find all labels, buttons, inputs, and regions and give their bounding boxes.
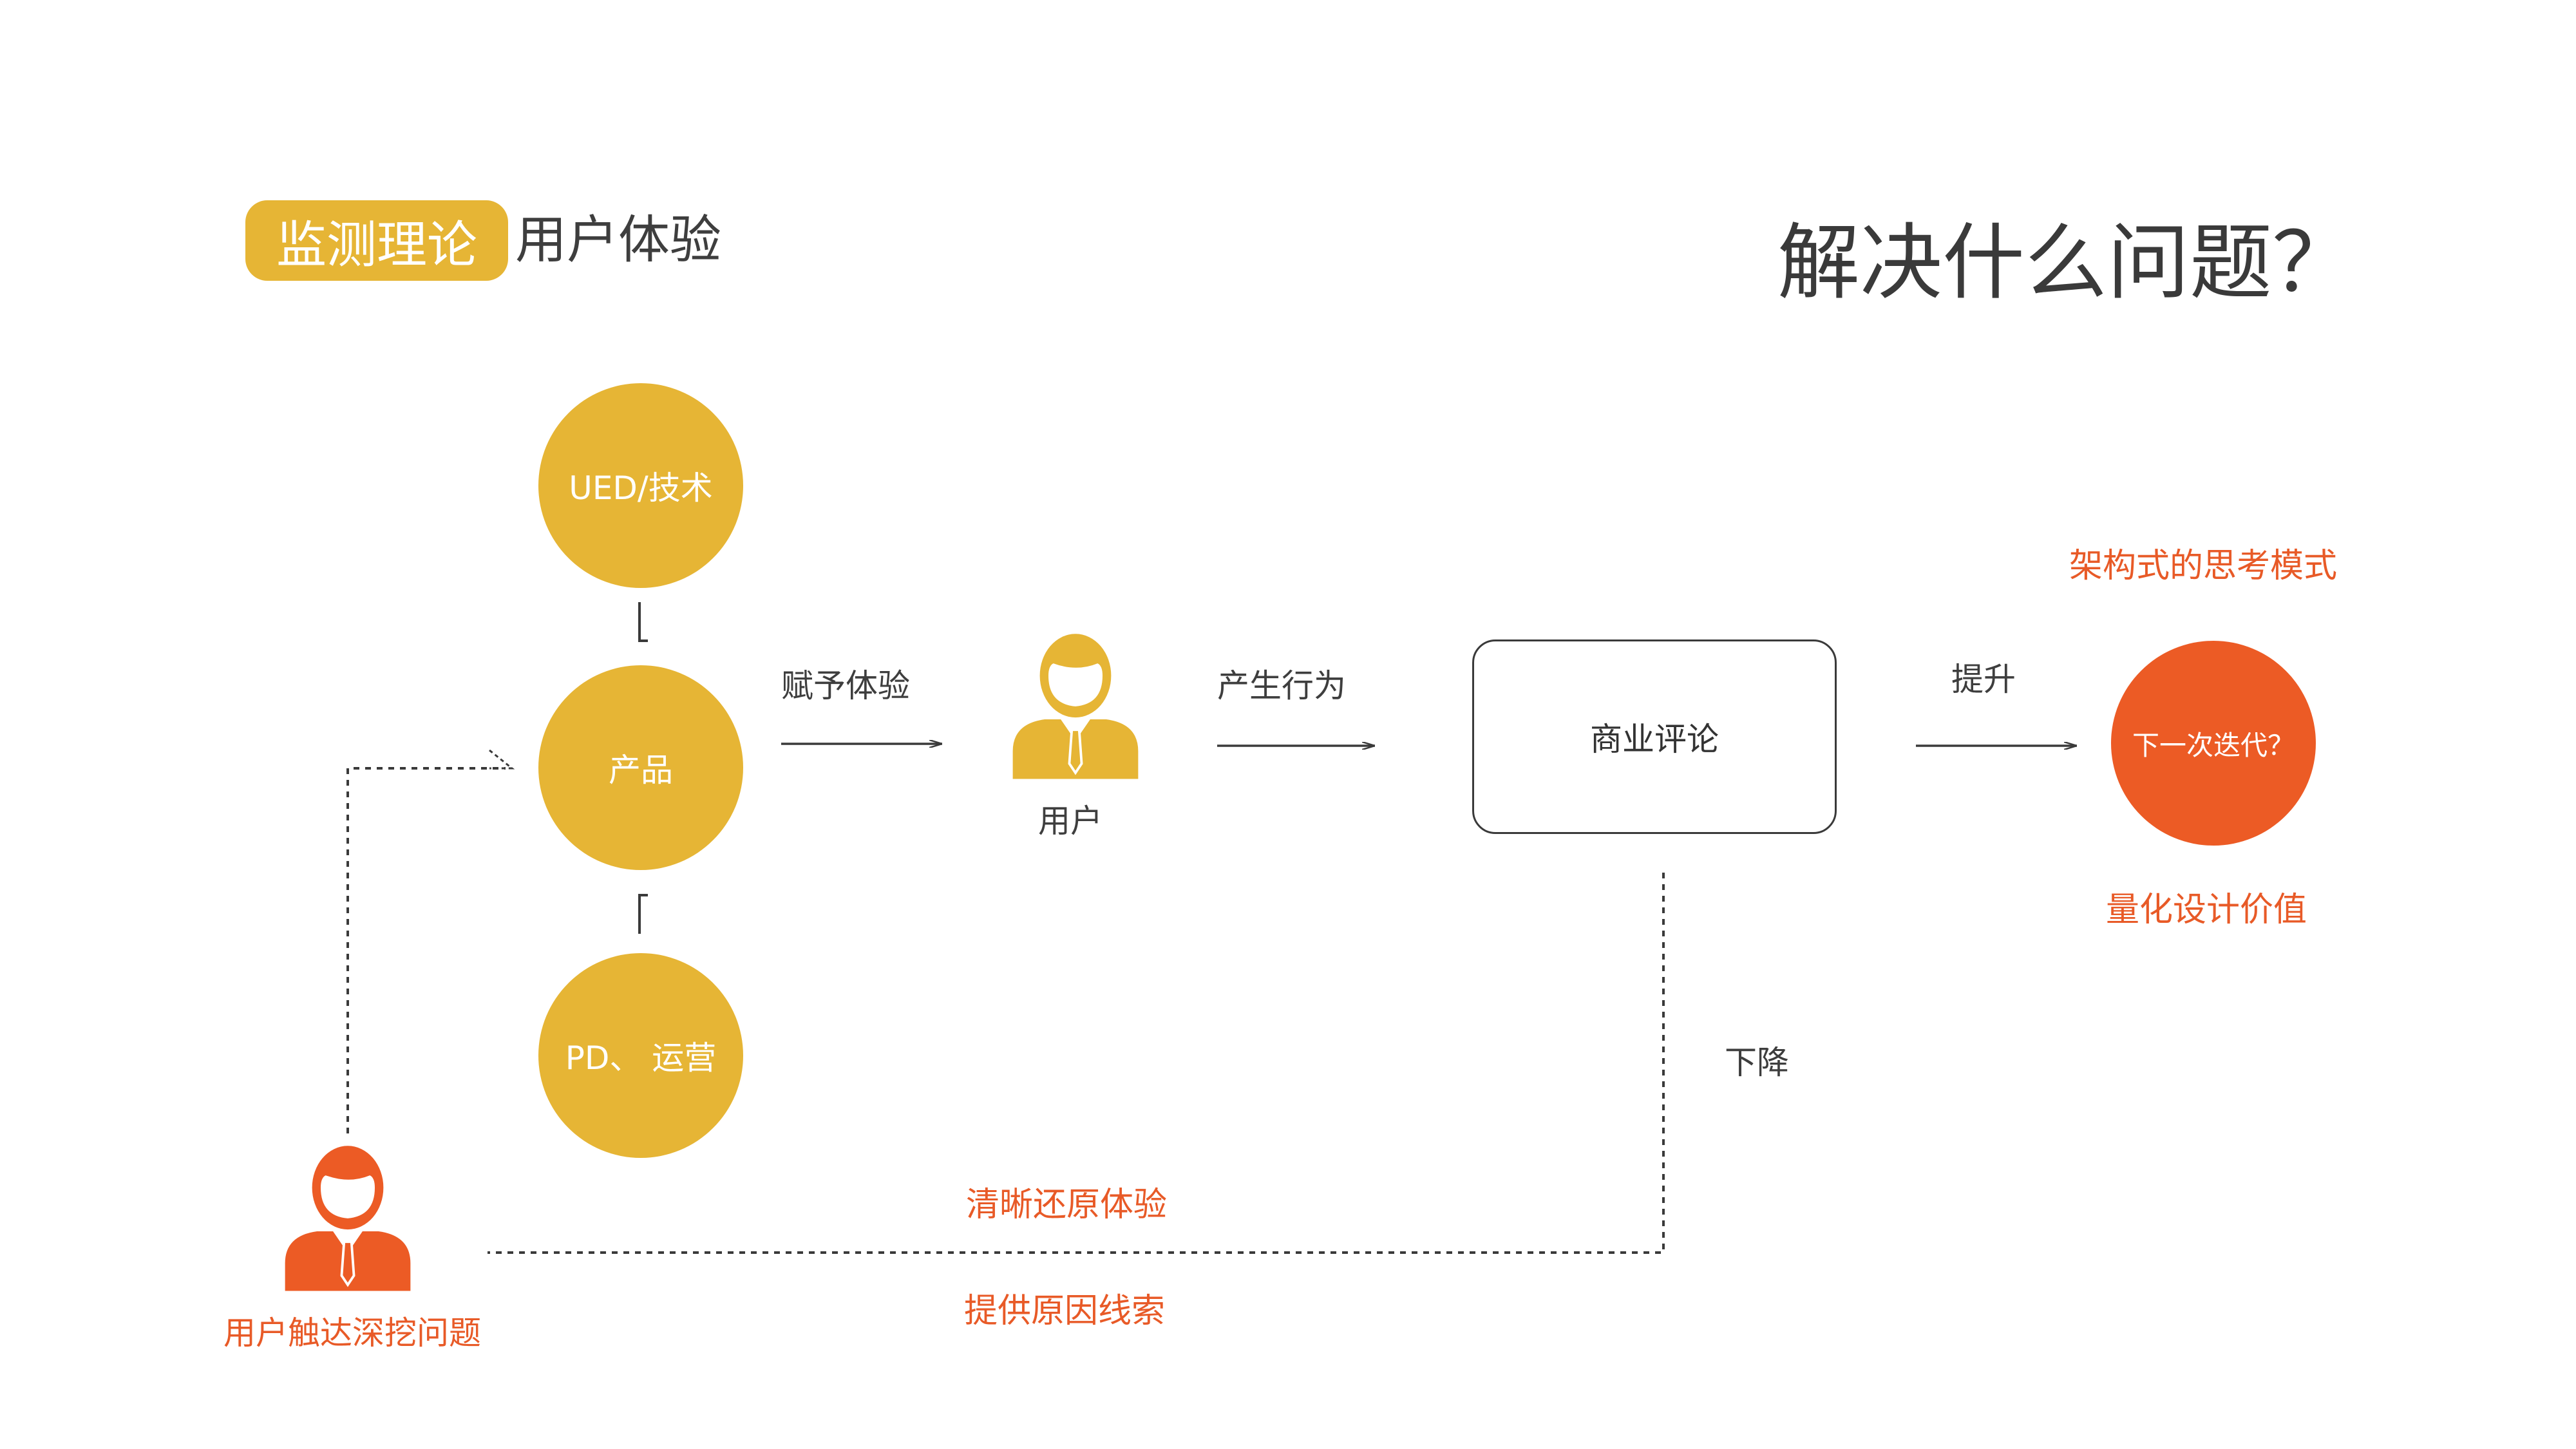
annotation-quantify: 量化设计价值 bbox=[2106, 891, 2307, 929]
header-subtitle: 用户体验 bbox=[515, 210, 721, 270]
node-user-label: 用户 bbox=[1038, 802, 1103, 840]
node-ued: UED/技术 bbox=[538, 383, 743, 588]
edge-produce-behavior: 产生行为 bbox=[1217, 667, 1346, 705]
node-review: 商业评论 bbox=[1472, 639, 1837, 834]
person-icon bbox=[285, 1146, 411, 1291]
header-question: 解决什么问题？ bbox=[1777, 215, 2355, 311]
header-badge: 监测理论 bbox=[245, 200, 508, 281]
dashed-review-down bbox=[488, 873, 1665, 1254]
connector-ued-product bbox=[638, 602, 648, 642]
node-pd-label: PD、 运营 bbox=[565, 1039, 717, 1077]
edge-clues: 提供原因线索 bbox=[964, 1292, 1166, 1331]
person-icon bbox=[1012, 634, 1139, 779]
node-review-label: 商业评论 bbox=[1590, 721, 1719, 758]
node-pd: PD、 运营 bbox=[538, 953, 743, 1158]
edge-improve: 提升 bbox=[1951, 661, 2016, 698]
node-next-label: 下一次迭代？ bbox=[2132, 729, 2295, 761]
connector-pd-product bbox=[638, 894, 648, 934]
node-next: 下一次迭代？ bbox=[2111, 641, 2316, 846]
node-product-label: 产品 bbox=[609, 752, 673, 789]
header-badge-text: 监测理论 bbox=[276, 216, 477, 274]
edge-give-experience: 赋予体验 bbox=[781, 667, 910, 705]
edge-decline: 下降 bbox=[1725, 1044, 1789, 1081]
dashed-user-up bbox=[346, 767, 506, 1133]
node-product: 产品 bbox=[538, 665, 743, 870]
edge-restore: 清晰还原体验 bbox=[966, 1186, 1168, 1224]
node-ued-label: UED/技术 bbox=[569, 469, 713, 507]
node-dig-user-label: 用户触达深挖问题 bbox=[223, 1314, 481, 1352]
dashed-arrowhead bbox=[489, 749, 515, 770]
annotation-framework: 架构式的思考模式 bbox=[2069, 547, 2338, 585]
